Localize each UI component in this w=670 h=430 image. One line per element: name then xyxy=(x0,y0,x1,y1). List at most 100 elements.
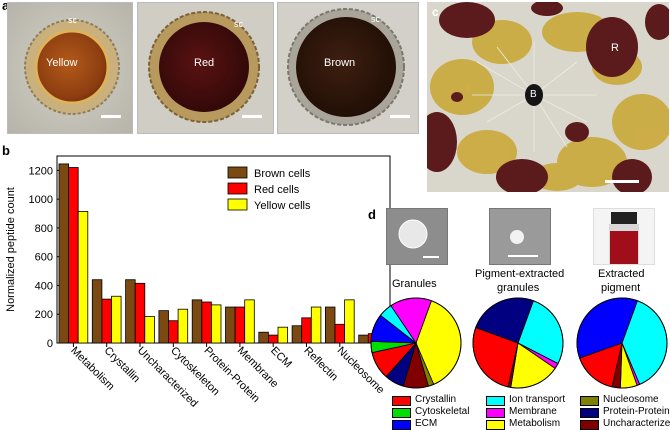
sem-image-granules xyxy=(386,208,448,265)
bar xyxy=(324,306,336,344)
bar xyxy=(144,315,155,344)
pie-title-granules: Granules xyxy=(392,278,437,290)
bar xyxy=(267,334,279,344)
y-tick-label: 400 xyxy=(35,280,53,292)
pie-legend-label: Crystallin xyxy=(415,394,457,405)
legend-label: Brown cells xyxy=(254,168,311,180)
y-tick-label: 1000 xyxy=(29,194,53,206)
yellow-cell-image xyxy=(8,3,132,133)
pie-legend-swatch xyxy=(392,396,411,406)
brown-cell-image xyxy=(278,3,418,133)
bar xyxy=(125,279,136,344)
pie-legend-swatch xyxy=(580,396,599,406)
pie-legend-swatch xyxy=(392,420,411,430)
cell-label-yellow: Yellow xyxy=(46,57,78,69)
bar xyxy=(358,334,369,344)
sc-label-3: sc xyxy=(371,14,380,24)
pie-legend-swatch xyxy=(392,408,411,418)
pie-legend-swatch xyxy=(486,408,505,418)
sc-label-1: sc xyxy=(68,15,77,25)
pie-outline xyxy=(472,297,564,389)
y-tick-label: 1200 xyxy=(29,165,53,177)
pie-legend-label: Nucleosome xyxy=(603,394,659,405)
y-tick-label: 600 xyxy=(35,252,53,264)
pie-outline xyxy=(370,297,462,389)
bar xyxy=(177,308,189,344)
bar xyxy=(258,331,269,344)
panel-letter-b: b xyxy=(2,143,10,158)
bar xyxy=(244,299,255,344)
panel-letter-a: a xyxy=(2,0,10,13)
y-tick-label: 200 xyxy=(35,309,53,321)
y-axis-label: Normalized peptide count xyxy=(5,187,17,312)
y-tick-label: 0 xyxy=(47,338,53,350)
bar xyxy=(68,167,79,344)
sem-granule-image xyxy=(387,209,447,264)
panel-letter-d: d xyxy=(368,207,376,222)
micrograph-yellow-cell: Yellow sc xyxy=(7,2,133,134)
pie-title-extracted-pigment-line1: Extracted xyxy=(598,268,645,280)
bar xyxy=(201,301,212,344)
bar xyxy=(134,282,146,344)
pie-legend-swatch xyxy=(486,420,505,430)
x-tick-label: ECM xyxy=(268,345,294,371)
x-tick-label: Reflectin xyxy=(301,345,340,384)
bar xyxy=(334,323,346,344)
skin-micrograph: c Y B R xyxy=(427,2,669,192)
micrograph-red-cell: Red sc xyxy=(137,2,274,134)
legend-swatch xyxy=(227,166,248,179)
bar xyxy=(277,326,289,344)
pie-legend-label: Uncharacterized xyxy=(603,418,670,429)
legend-label: Yellow cells xyxy=(254,200,311,212)
bar xyxy=(168,320,179,344)
label-yellow-chromatophore: Y xyxy=(465,82,473,94)
cell-label-red: Red xyxy=(194,57,215,69)
pie-legend-label: Ion transport xyxy=(509,394,566,405)
bar xyxy=(310,306,322,344)
panel-letter-c: c xyxy=(432,5,439,19)
sem-extracted-granule-image xyxy=(490,209,550,264)
pigment-vial-image xyxy=(594,209,654,264)
bar xyxy=(291,325,303,344)
pie-legend-swatch xyxy=(580,408,599,418)
pie-chart-extracted-pigment xyxy=(576,297,668,389)
pie-legend-label: Protein-Protein xyxy=(603,406,670,417)
bar xyxy=(191,299,203,344)
x-tick-label: Uncharacterized xyxy=(135,345,200,410)
pie-legend-label: ECM xyxy=(415,418,438,429)
pie-legend-label: Membrane xyxy=(509,406,557,417)
pie-title-extracted-granules-line2: granules xyxy=(497,282,540,294)
bar xyxy=(91,279,103,344)
cell-label-brown: Brown xyxy=(324,57,356,69)
bar xyxy=(301,317,312,344)
sc-label-2: sc xyxy=(234,19,243,29)
bar xyxy=(111,295,122,344)
micrograph-brown-cell: Brown sc xyxy=(277,2,419,134)
bar xyxy=(77,210,89,344)
pie-chart-pigment-extracted-granules xyxy=(472,297,564,389)
bar xyxy=(210,304,222,344)
photo-extracted-pigment-vial xyxy=(593,208,655,265)
pie-title-extracted-granules-line1: Pigment-extracted xyxy=(475,268,565,280)
pie-legend-swatch xyxy=(580,420,599,430)
sem-image-pigment-extracted xyxy=(489,208,551,265)
pie-title-extracted-pigment-line2: pigment xyxy=(601,282,641,294)
bar xyxy=(344,299,355,344)
legend-label: Red cells xyxy=(254,184,300,196)
bar xyxy=(101,298,112,344)
pie-legend-label: Cytoskeletal xyxy=(415,406,470,417)
bar xyxy=(234,306,246,344)
skin-micrograph-image xyxy=(427,2,669,192)
red-cell-image xyxy=(138,3,273,133)
bar xyxy=(158,310,169,344)
label-red-chromatophore: R xyxy=(611,42,619,54)
pie-legend-swatch xyxy=(486,396,505,406)
pie-legend-label: Metabolism xyxy=(509,418,561,429)
label-brown-chromatophore: B xyxy=(530,89,537,100)
bar xyxy=(58,163,70,344)
pie-chart-granules xyxy=(370,297,462,389)
y-tick-label: 800 xyxy=(35,223,53,235)
bar xyxy=(225,306,236,344)
pie-outline xyxy=(576,297,668,389)
